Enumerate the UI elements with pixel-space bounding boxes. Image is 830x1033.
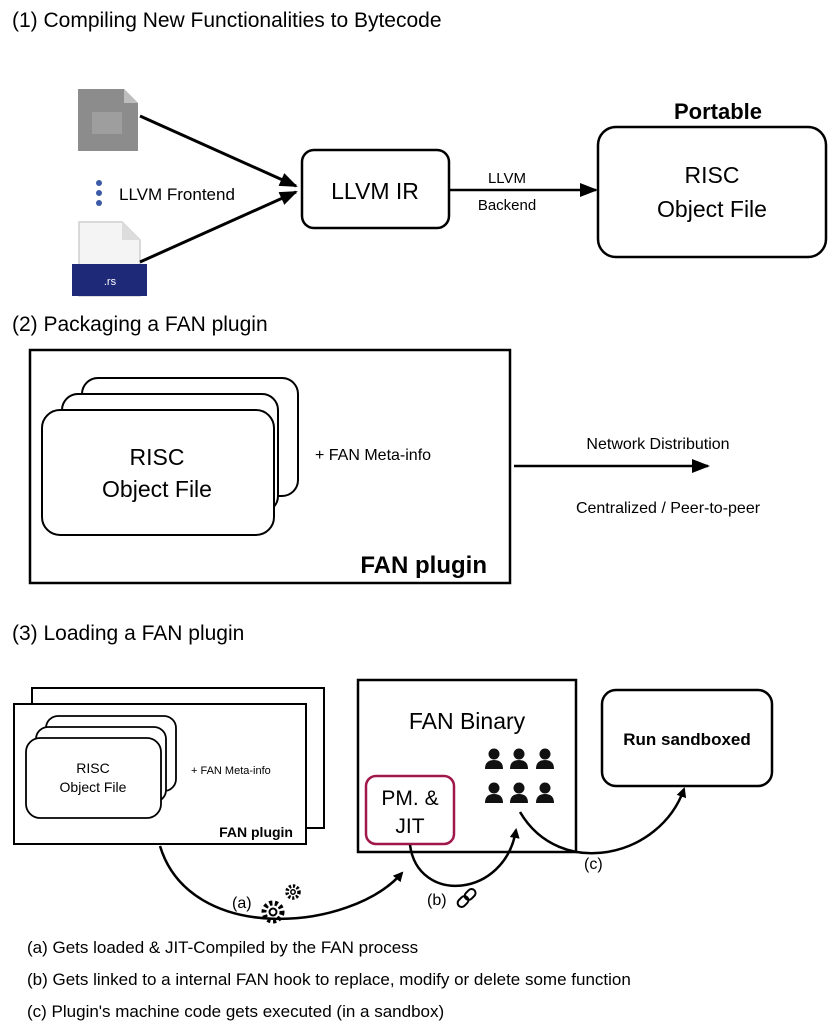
pm-jit-label-2: JIT: [395, 815, 424, 838]
arrow-step-c: [518, 787, 687, 855]
legend-item-a: (a) Gets loaded & JIT-Compiled by the FA…: [27, 938, 418, 957]
arrow-rs-to-ir: [139, 190, 298, 264]
section-2-title: (2) Packaging a FAN plugin: [12, 313, 268, 336]
llvm-backend-label-1: LLVM: [488, 170, 526, 187]
loaded-object-label-2: Object File: [60, 779, 127, 795]
arrow-step-a: [158, 845, 404, 921]
pm-jit-box: [364, 774, 456, 846]
portable-label: Portable: [674, 99, 762, 124]
package-meta-label: + FAN Meta-info: [315, 447, 431, 464]
link-icon: [456, 888, 477, 908]
section-1-title: (1) Compiling New Functionalities to Byt…: [12, 9, 442, 32]
fan-binary-label: FAN Binary: [409, 708, 526, 734]
distribution-modes-label: Centralized / Peer-to-peer: [576, 500, 761, 517]
legend-item-c: (c) Plugin's machine code gets executed …: [27, 1002, 444, 1021]
vertical-dots-icon: [96, 180, 102, 206]
step-b-label: (b): [427, 892, 447, 909]
package-plugin-label: FAN plugin: [360, 552, 487, 579]
run-sandboxed-label: Run sandboxed: [623, 730, 751, 749]
network-distribution-label: Network Distribution: [586, 436, 729, 453]
package-object-label-2: Object File: [102, 476, 212, 502]
loaded-stack-front: [25, 737, 162, 819]
portable-object-box: [596, 125, 828, 259]
gears-icon: [261, 884, 301, 924]
step-c-label: (c): [584, 856, 603, 873]
arrow-step-b: [408, 828, 520, 888]
loaded-meta-label: + FAN Meta-info: [191, 765, 271, 777]
object-stack-front: [41, 409, 275, 536]
run-sandboxed-box: [600, 688, 774, 788]
llvm-ir-label: LLVM IR: [331, 178, 419, 204]
rs-file-ext: .rs: [104, 276, 117, 288]
section-3-title: (3) Loading a FAN plugin: [12, 622, 244, 645]
object-label-2: Object File: [657, 196, 767, 222]
file-icon: [78, 89, 138, 151]
rust-file-icon: .rs: [72, 221, 147, 297]
step-a-label: (a): [232, 895, 252, 912]
pm-jit-label-1: PM. &: [381, 787, 438, 810]
legend-item-b: (b) Gets linked to a internal FAN hook t…: [27, 970, 631, 989]
package-object-label-1: RISC: [130, 444, 185, 470]
arrow-file-to-ir: [139, 114, 298, 188]
loaded-plugin-label: FAN plugin: [219, 824, 293, 840]
loaded-object-label-1: RISC: [76, 760, 109, 776]
object-label-1: RISC: [685, 162, 740, 188]
llvm-frontend-label: LLVM Frontend: [119, 185, 235, 204]
llvm-backend-label-2: Backend: [478, 197, 536, 214]
llvm-ir-box: [300, 148, 451, 230]
